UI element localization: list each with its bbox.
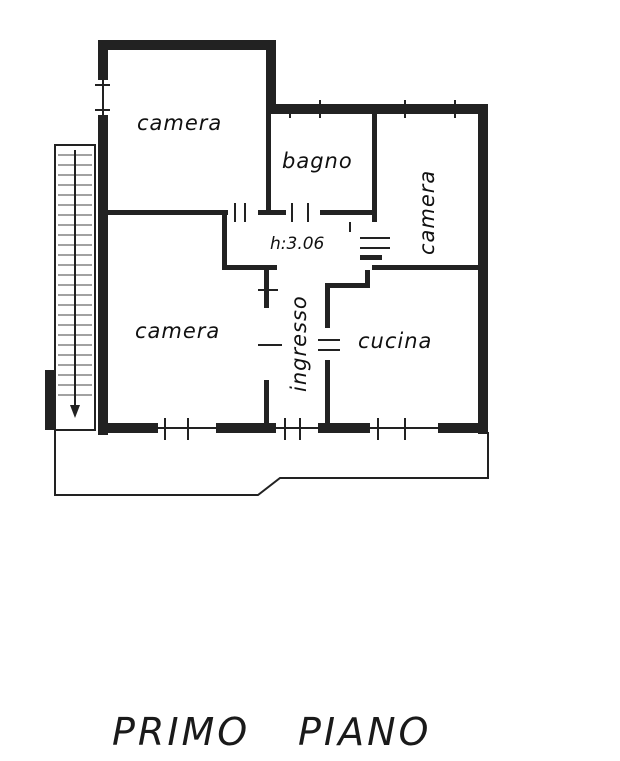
terrace — [54, 430, 489, 496]
room-label-bagno: bagno — [282, 149, 353, 173]
floor-title-primo: PRIMO — [112, 710, 250, 754]
room-label-camera-right: camera — [415, 170, 439, 255]
room-label-camera-left: camera — [135, 319, 220, 343]
ceiling-height-label: h:3.06 — [270, 234, 325, 254]
bottom-windows — [158, 418, 438, 440]
staircase — [45, 144, 96, 431]
interior-walls — [108, 112, 480, 425]
outer-walls — [98, 40, 488, 435]
top-windows — [95, 80, 456, 118]
room-label-ingresso: ingresso — [287, 295, 311, 392]
door-marks — [234, 203, 390, 351]
floor-title-piano: PIANO — [298, 710, 431, 754]
room-label-camera-top: camera — [137, 111, 222, 135]
room-label-cucina: cucina — [358, 329, 432, 353]
